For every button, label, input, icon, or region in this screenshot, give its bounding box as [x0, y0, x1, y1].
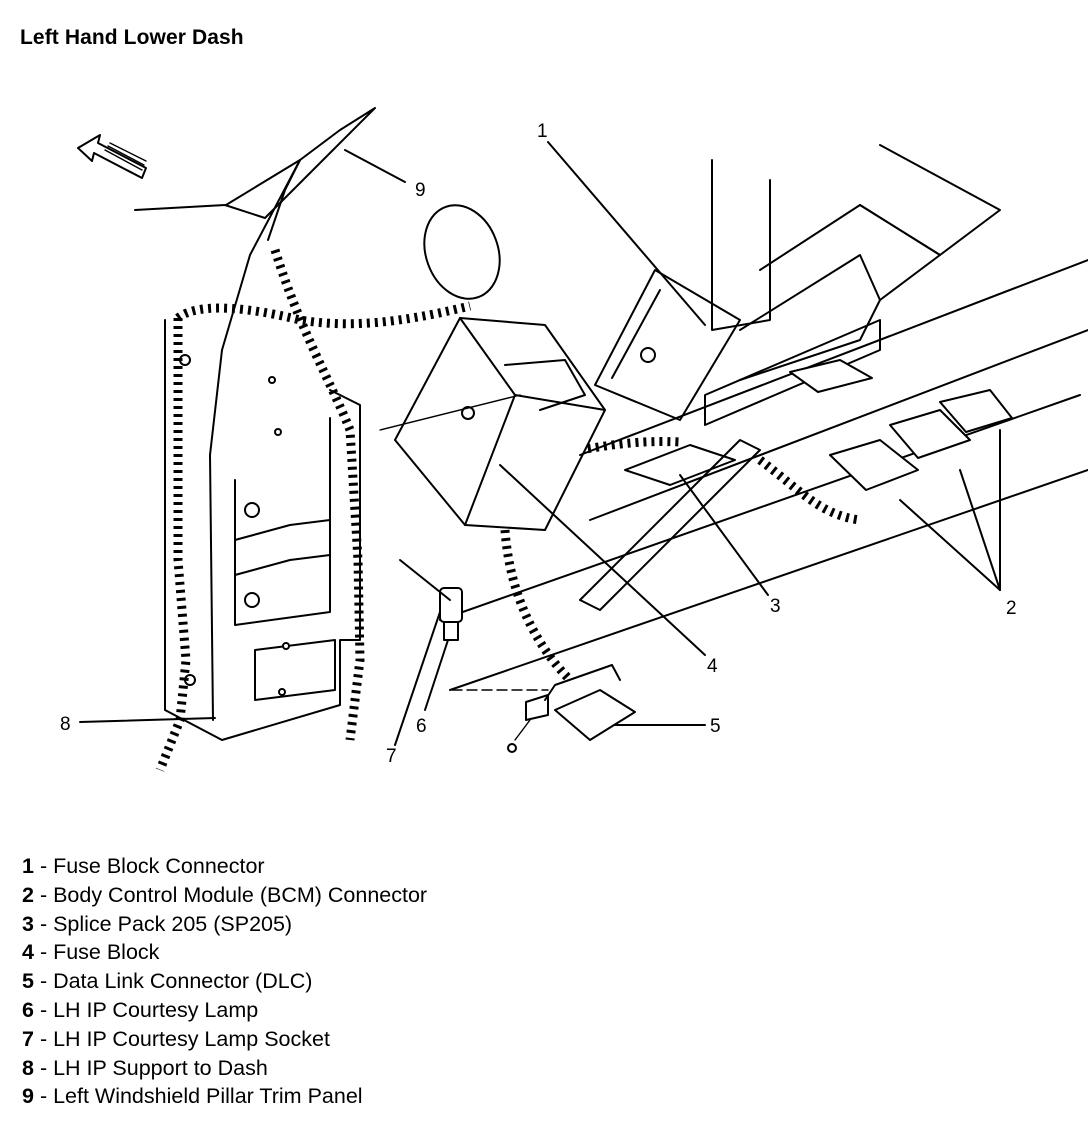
legend-item: 4 - Fuse Block	[22, 940, 160, 965]
gauge-opening	[423, 204, 501, 300]
legend-item: 5 - Data Link Connector (DLC)	[22, 969, 313, 994]
legend-item: 8 - LH IP Support to Dash	[22, 1055, 268, 1080]
callout-3: 3	[770, 596, 781, 617]
callout-6: 6	[416, 716, 427, 737]
data-link-connector	[451, 664, 636, 753]
component-legend: 1 - Fuse Block Connector 2 - Body Contro…	[22, 852, 427, 1111]
fuse-block	[379, 317, 606, 531]
legend-item: 1 - Fuse Block Connector	[22, 854, 265, 878]
callout-5: 5	[710, 716, 721, 737]
page-title: Left Hand Lower Dash	[20, 26, 244, 49]
fuse-block-connector	[594, 269, 741, 421]
legend-item: 7 - LH IP Courtesy Lamp Socket	[22, 1026, 330, 1051]
callout-4: 4	[707, 656, 718, 677]
splice-pack	[579, 439, 761, 611]
legend-item: 2 - Body Control Module (BCM) Connector	[22, 882, 428, 907]
bcm-connectors	[789, 359, 1013, 491]
callout-labels: 1 2 3 4 5 6 7 8 9	[60, 121, 1017, 767]
callout-9: 9	[415, 180, 426, 201]
callout-7: 7	[386, 746, 397, 767]
ip-cross-member	[439, 144, 1088, 691]
legend-item: 9 - Left Windshield Pillar Trim Panel	[22, 1084, 363, 1109]
callout-2: 2	[1006, 598, 1017, 619]
forward-arrow-icon	[77, 134, 147, 179]
leader-lines	[79, 141, 1001, 746]
legend-item: 3 - Splice Pack 205 (SP205)	[22, 911, 293, 936]
courtesy-lamp	[399, 559, 463, 641]
wiring-diagram: 1 2 3 4 5 6 7 8 9	[60, 107, 1088, 772]
legend-item: 6 - LH IP Courtesy Lamp	[22, 997, 259, 1022]
ip-support-bracket	[164, 319, 361, 741]
callout-8: 8	[60, 714, 71, 735]
wiring-harness	[155, 248, 861, 772]
callout-1: 1	[537, 121, 548, 142]
pillar-trim-panel	[134, 107, 376, 721]
